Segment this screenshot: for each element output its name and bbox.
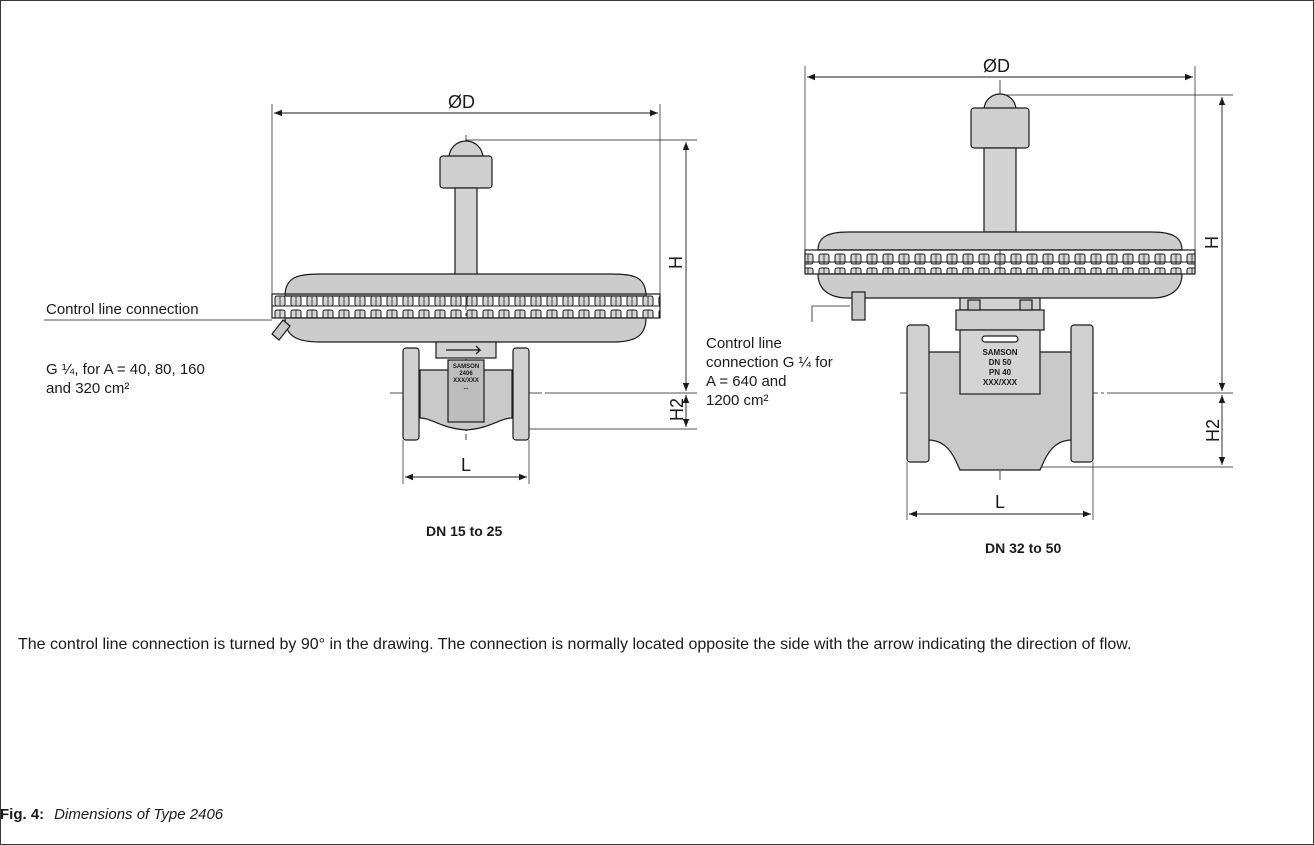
right-length-label: L <box>995 492 1006 512</box>
left-callout-title: Control line connection <box>46 301 199 318</box>
right-callout-spec3: 1200 cm² <box>706 392 769 409</box>
right-callout-spec: connection G ¼ for <box>706 354 833 371</box>
right-height2-label: H2 <box>1203 418 1224 443</box>
figure-number: Fig. 4: <box>0 806 45 823</box>
left-height2-label: H2 <box>667 397 688 422</box>
left-height-label: H <box>666 256 686 269</box>
right-callout-spec2: A = 640 and <box>706 373 787 390</box>
figure-caption: Fig. 4: Dimensions of Type 2406 <box>0 806 223 823</box>
left-length-label: L <box>461 455 472 475</box>
left-valve-marking: SAMSON 2406 XXX/XXX ... <box>452 364 480 391</box>
right-view-caption: DN 32 to 50 <box>985 540 1062 556</box>
left-callout-spec2: and 320 cm² <box>46 380 130 397</box>
valve-right <box>804 66 1233 520</box>
right-valve-marking: SAMSON DN 50 PN 40 XXX/XXX <box>982 348 1018 387</box>
left-diameter-label: ØD <box>448 92 475 112</box>
figure-title: Dimensions of Type 2406 <box>54 806 224 823</box>
left-callout-spec: G ¼, for A = 40, 80, 160 <box>46 361 205 378</box>
drawing-note: The control line connection is turned by… <box>18 636 1132 653</box>
right-diameter-label: ØD <box>983 56 1010 76</box>
right-height-label: H <box>1202 236 1222 249</box>
right-callout-title: Control line <box>706 335 782 352</box>
left-view-caption: DN 15 to 25 <box>426 523 503 539</box>
valve-left <box>44 104 697 484</box>
